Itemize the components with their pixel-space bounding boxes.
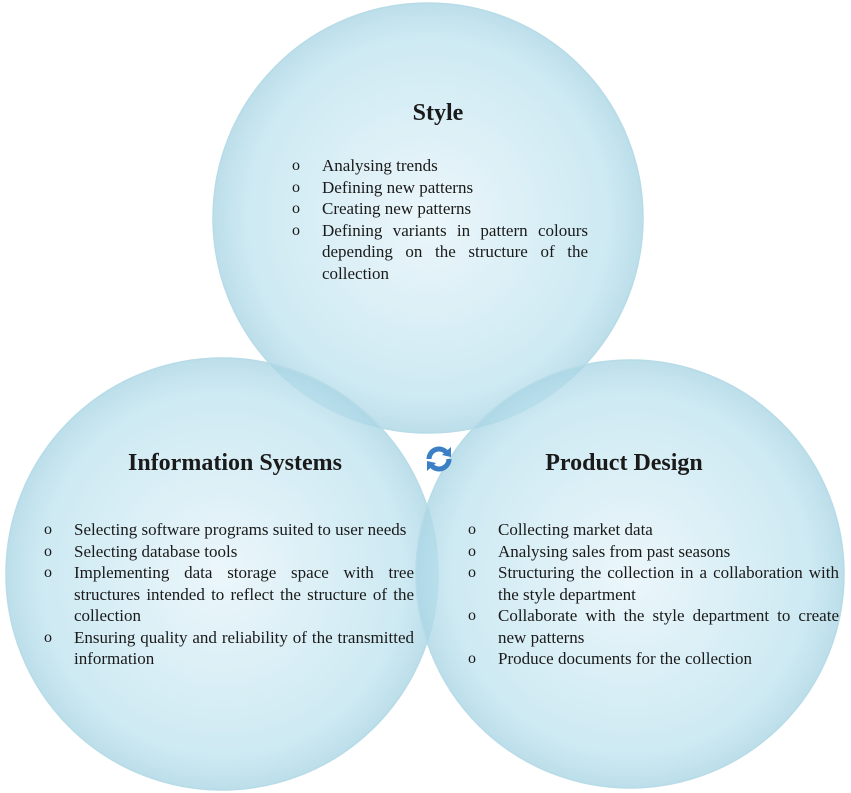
bullet-icon: o [44,521,52,538]
bullet-icon: o [292,200,300,217]
style-circle [212,2,644,434]
bullet-icon: o [468,564,476,581]
bullet-icon: o [468,542,476,560]
bullet-icon: o [44,542,52,560]
product-design-title: Product Design [545,450,703,476]
bullet-icon: o [292,221,300,239]
cycle-arrows-icon [426,446,452,472]
product-design-circle [415,359,845,789]
style-title: Style [412,100,464,126]
bullet-icon: o [292,178,300,196]
bullet-icon: o [44,564,52,581]
bullet-icon: o [292,157,300,174]
bullet-icon: o [468,650,476,667]
bullet-icon: o [44,628,52,646]
bullet-icon: o [468,607,476,624]
information-systems-title: Information Systems [128,450,342,476]
bullet-icon: o [468,521,476,538]
